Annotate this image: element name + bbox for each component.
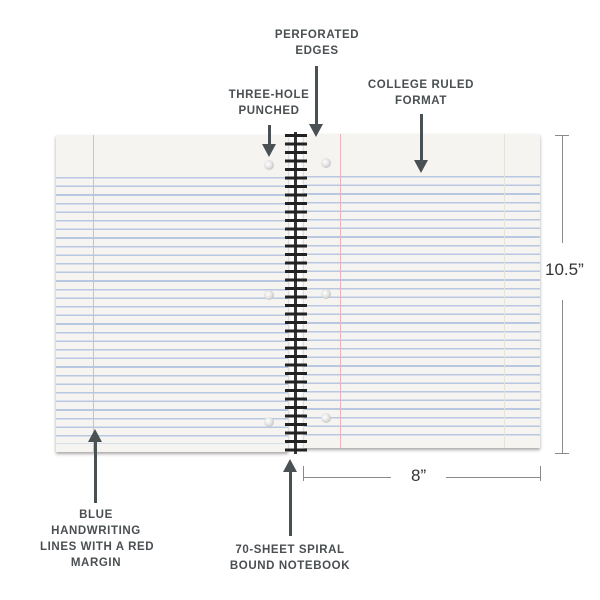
- punch-hole-middle: [321, 289, 331, 299]
- spiral-bound-arrow-shaft: [289, 470, 292, 536]
- punch-hole-top: [321, 158, 331, 168]
- height-dimension-line-lower: [562, 300, 563, 453]
- red-margin-line: [340, 134, 341, 448]
- perforated-edges-label: PERFORATED EDGES: [274, 29, 360, 57]
- punch-hole-middle: [264, 290, 274, 300]
- three-hole-punched-label: THREE-HOLE PUNCHED: [228, 89, 310, 117]
- college-ruled-arrow-head-icon: [414, 160, 428, 173]
- width-dimension-label: 8”: [411, 466, 427, 485]
- punch-hole-top: [264, 160, 274, 170]
- spiral-bound-notebook-label: 70-SHEET SPIRAL BOUND NOTEBOOK: [229, 544, 351, 572]
- width-dimension-line-left: [303, 477, 391, 478]
- college-ruled-label: COLLEGE RULED FORMAT: [367, 79, 475, 107]
- three-hole-arrow-head-icon: [262, 144, 276, 157]
- blue-rule-lines: [304, 169, 540, 440]
- left-notebook-page: [56, 135, 288, 452]
- punch-hole-bottom: [264, 417, 274, 427]
- red-margin-line: [93, 135, 94, 452]
- three-hole-arrow-shaft: [268, 125, 271, 145]
- right-notebook-page: [304, 134, 540, 448]
- height-dimension-label: 10.5”: [545, 260, 584, 279]
- spiral-bound-arrow-head-icon: [283, 459, 297, 472]
- perforated-edges-arrow-head-icon: [309, 124, 323, 137]
- punch-hole-bottom: [321, 413, 331, 423]
- blue-lines-arrow-head-icon: [88, 429, 102, 442]
- perforation-line: [504, 134, 505, 448]
- blue-lines-arrow-shaft: [94, 440, 97, 503]
- width-dimension-left-cap: [303, 466, 304, 481]
- height-dimension-bottom-cap: [555, 453, 569, 454]
- perforated-edges-arrow-shaft: [315, 66, 318, 126]
- blue-rule-lines: [56, 170, 288, 444]
- width-dimension-right-cap: [540, 466, 541, 481]
- spiral-binding-coils: [285, 132, 307, 454]
- height-dimension-line-upper: [562, 135, 563, 243]
- blue-lines-red-margin-label: BLUE HANDWRITING LINES WITH A RED MARGIN: [40, 509, 155, 569]
- college-ruled-arrow-shaft: [420, 114, 423, 161]
- width-dimension-line-right: [446, 477, 540, 478]
